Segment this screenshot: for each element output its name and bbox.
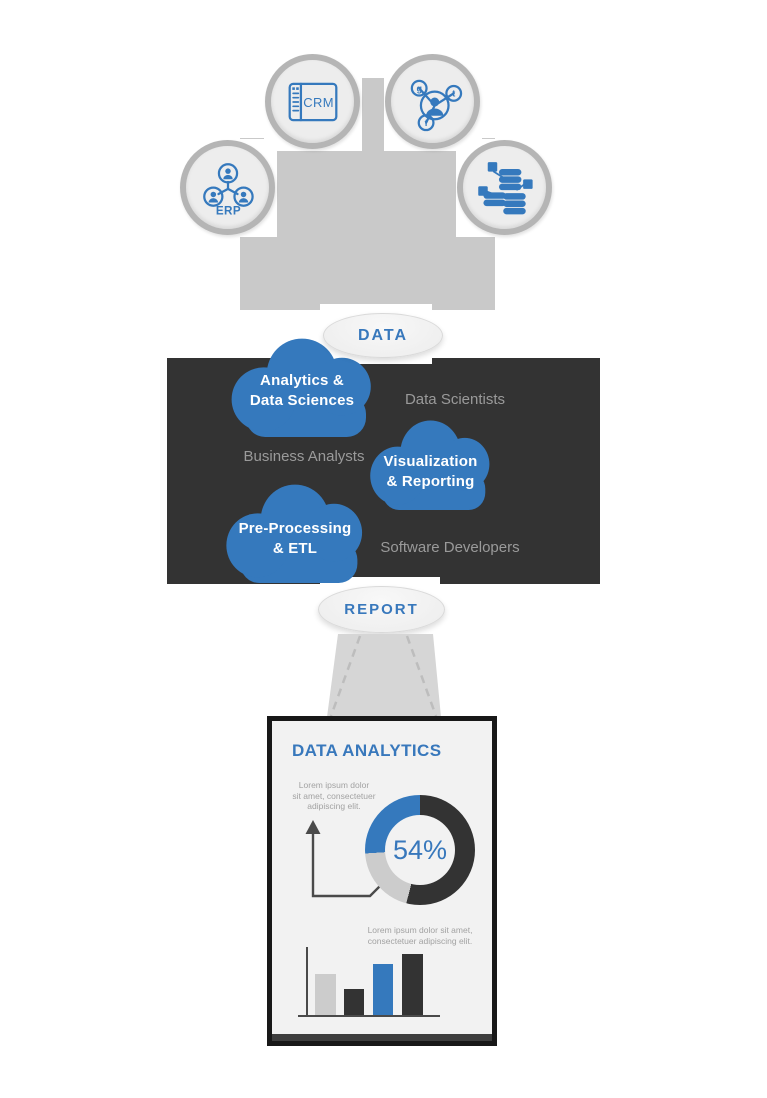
report-label: REPORT — [344, 601, 419, 618]
para2-line: consectetuer adipiscing elit. — [367, 935, 473, 946]
report-stage-oval: REPORT — [318, 586, 445, 633]
bar-4 — [402, 954, 423, 1017]
poster-title: DATA ANALYTICS — [292, 741, 442, 760]
data-stage-oval: DATA — [323, 313, 443, 358]
cylinder-top — [498, 168, 521, 190]
erp-icon: ERP — [202, 162, 254, 217]
para2-line: Lorem ipsum dolor sit amet, — [367, 925, 473, 935]
bar-3 — [373, 964, 393, 1017]
donut-percentage: 54% — [392, 834, 448, 865]
social-media-icon: g t f — [410, 79, 462, 131]
facebook-letter: f — [424, 117, 428, 127]
twitter-letter: t — [452, 88, 455, 98]
poster-bottom-strip — [272, 1034, 492, 1041]
database-source-circle — [457, 140, 552, 235]
para1-line: Lorem ipsum dolor — [298, 780, 370, 790]
poster-paragraph-1: Lorem ipsum dolor sit amet, consectetuer… — [278, 780, 390, 812]
bar-chart-y-axis — [306, 947, 308, 1017]
para1-line: sit amet, consectetuer — [292, 790, 376, 801]
para1-line: adipiscing elit. — [307, 801, 361, 811]
donut-center-label: 54% — [385, 815, 455, 885]
funnel-body — [240, 138, 495, 310]
donut-chart: 54% — [365, 795, 475, 905]
poster-paragraph-2: Lorem ipsum dolor sit amet, consectetuer… — [354, 925, 486, 946]
bar-1 — [315, 974, 336, 1017]
crm-label: CRM — [303, 94, 334, 109]
cylinder-left — [482, 191, 506, 206]
crm-source-circle: CRM — [265, 54, 360, 149]
social-source-circle: g t f — [385, 54, 480, 149]
crm-icon: CRM — [288, 82, 337, 121]
data-label: DATA — [357, 326, 409, 344]
google-letter: g — [416, 83, 422, 93]
report-projection-funnel — [327, 634, 441, 717]
databases-icon — [477, 161, 533, 214]
erp-label: ERP — [215, 204, 240, 217]
role-software-developers: Software Developers — [380, 539, 520, 556]
erp-source-circle: ERP — [180, 140, 275, 235]
role-business-analysts: Business Analysts — [243, 448, 365, 465]
report-poster: DATA ANALYTICS Lorem ipsum dolor sit ame… — [267, 716, 497, 1046]
bar-chart-x-axis — [298, 1015, 440, 1017]
bar-2 — [344, 989, 364, 1017]
role-data-scientists: Data Scientists — [404, 391, 506, 408]
cylinder-right — [502, 192, 526, 214]
